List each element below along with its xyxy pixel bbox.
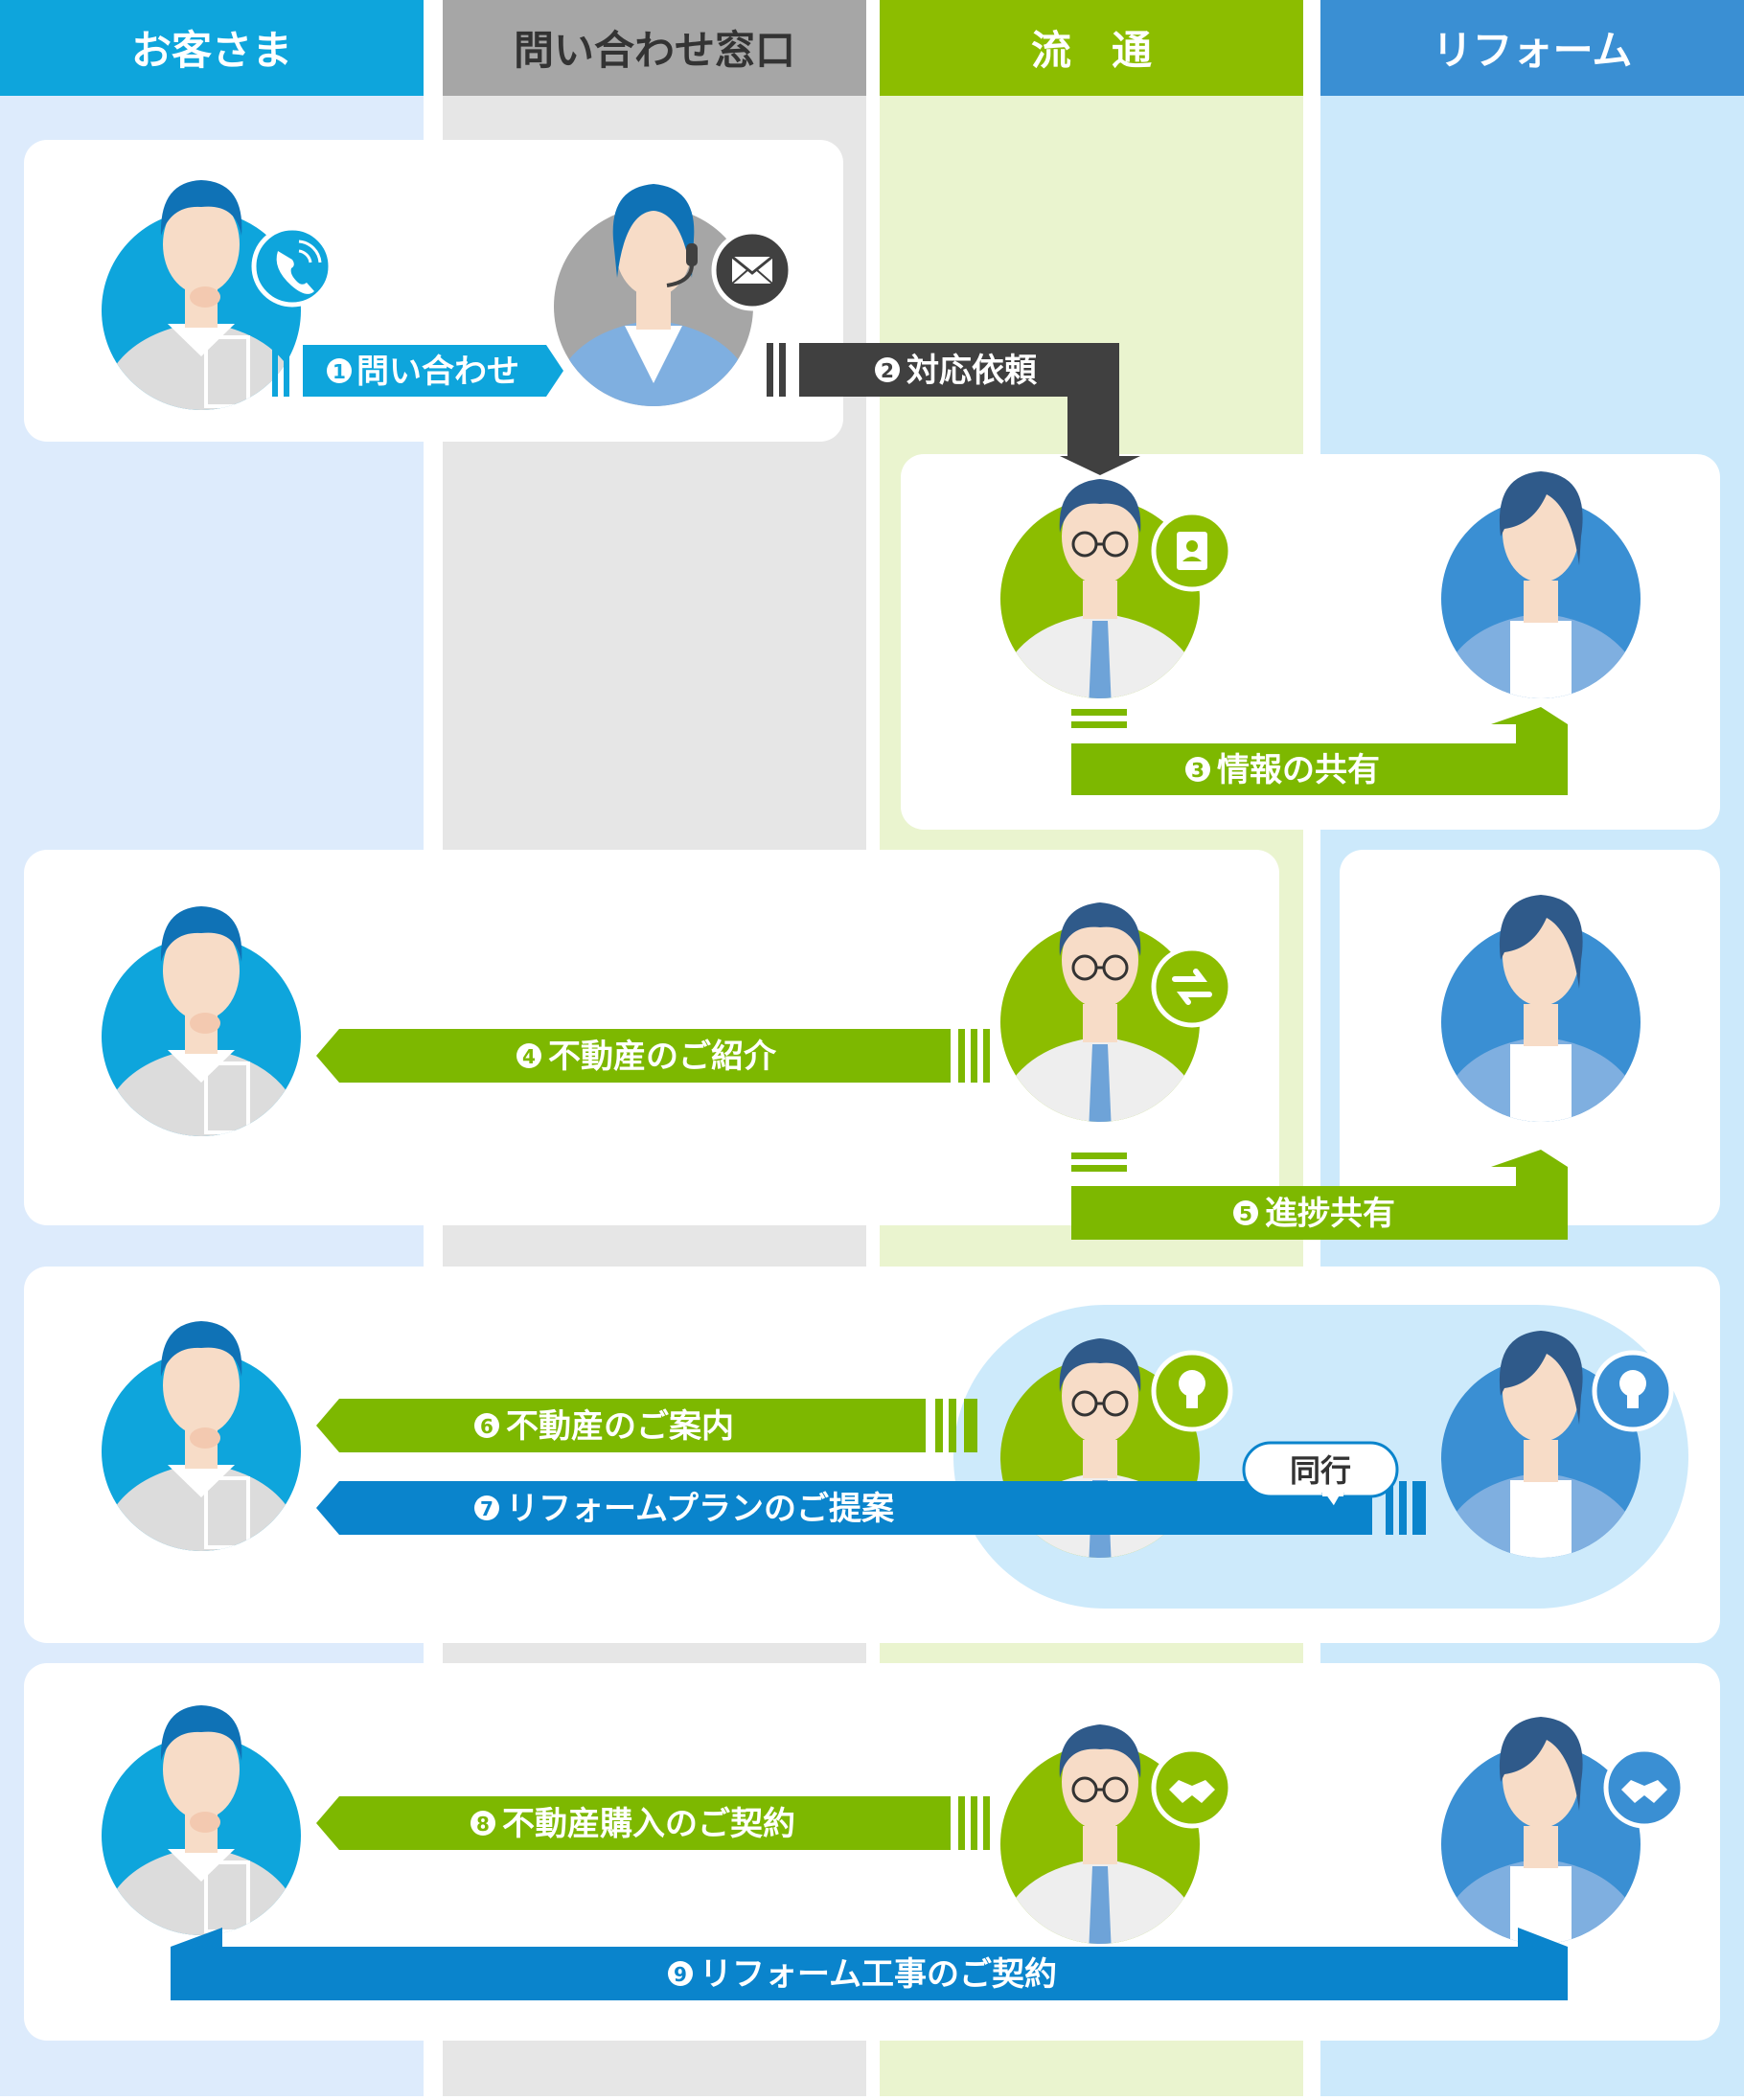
handshake-icon [1151,1746,1233,1829]
column-headers: お客さま 問い合わせ窓口 流 通 リフォーム [0,0,1744,96]
refresh-icon [1151,946,1233,1028]
profile-card-icon [1151,510,1233,592]
step-4-number: 4 [522,1045,536,1068]
phone-icon [251,225,333,308]
arrow-step-7: 7 リフォームプランのご提案 [316,1481,1426,1535]
accompany-label: 同行 [1290,1452,1351,1489]
arrow-step-3: 3 情報の共有 [1071,707,1568,795]
reform-avatar-2 [1441,895,1641,1122]
arrow-step-9: 9 リフォーム工事のご契約 [171,1928,1568,2000]
step-5-number: 5 [1239,1202,1252,1225]
step-8-label: 不動産購入のご契約 [502,1805,795,1843]
header-customer-bg [0,0,424,96]
arrow-step-6: 6 不動産のご案内 [316,1399,977,1452]
arrow-step-4: 4 不動産のご紹介 [316,1029,990,1083]
arrow-step-8: 8 不動産購入のご契約 [316,1796,990,1850]
step-6-number: 6 [480,1415,493,1438]
header-distribution-bg [880,0,1303,96]
step-8-number: 8 [476,1813,490,1836]
step-1-number: 1 [333,360,346,383]
step-9-label: リフォーム工事のご契約 [700,1955,1057,1994]
step-7-number: 7 [480,1497,493,1520]
step-7-label: リフォームプランのご提案 [506,1490,895,1528]
header-distribution: 流 通 [1031,27,1152,74]
lightbulb-icon [1592,1350,1674,1432]
arrow-step-2: 2 対応依頼 [767,343,1140,475]
header-contact: 問い合わせ窓口 [514,27,795,74]
arrow-step-1: 1 問い合わせ [272,345,563,397]
lightbulb-icon [1151,1350,1233,1432]
accompany-bubble: 同行 [1242,1441,1399,1511]
step-3-label: 情報の共有 [1217,751,1380,789]
step-2-label: 対応依頼 [906,352,1038,390]
arrow-step-5: 5 進捗共有 [1071,1150,1568,1240]
mail-icon [711,229,793,311]
handshake-icon [1603,1746,1686,1829]
step-3-number: 3 [1191,759,1205,782]
step-4-label: 不動産のご紹介 [548,1038,777,1076]
panel-contract [24,1663,1720,2041]
step-5-label: 進捗共有 [1265,1195,1395,1233]
step-2-number: 2 [881,359,894,382]
step-1-label: 問い合わせ [356,353,519,391]
header-reform: リフォーム [1433,27,1633,74]
header-contact-bg [443,0,866,96]
step-9-number: 9 [674,1963,687,1986]
header-customer: お客さま [131,27,292,74]
step-6-label: 不動産のご案内 [506,1407,734,1446]
header-reform-bg [1320,0,1744,96]
